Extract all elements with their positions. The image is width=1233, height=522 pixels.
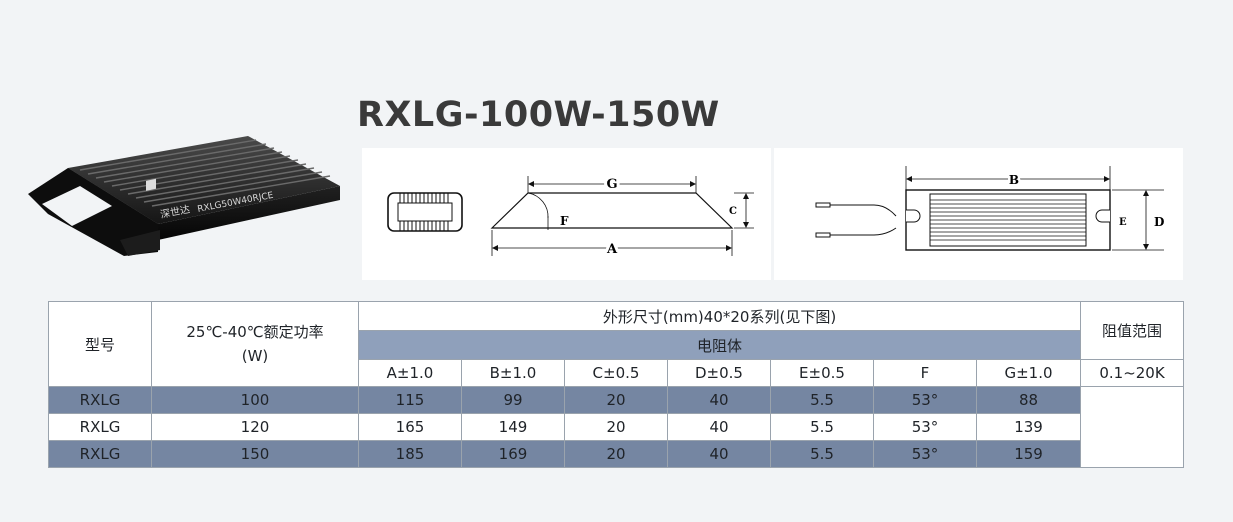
side-view-drawing: G F C A: [362, 148, 771, 280]
cell-e: 5.5: [770, 440, 874, 468]
cell-b: 149: [461, 413, 565, 441]
cell-power: 100: [151, 386, 359, 414]
header-dim-f: F: [873, 359, 977, 387]
header-dim-b: B±1.0: [461, 359, 565, 387]
table-row: RXLG 120 165 149 20 40 5.5 53° 139: [48, 413, 1184, 441]
header-dimensions: 外形尺寸(mm)40*20系列(见下图): [357, 301, 1082, 331]
spec-table: 型号 25℃-40℃额定功率 (W) 外形尺寸(mm)40*20系列(见下图) …: [48, 301, 1185, 468]
header-power: 25℃-40℃额定功率 (W): [151, 301, 359, 387]
page-title: RXLG-100W-150W: [357, 95, 720, 135]
header-dim-d: D±0.5: [667, 359, 771, 387]
cell-a: 165: [358, 413, 462, 441]
table-row: RXLG 100 115 99 20 40 5.5 53° 88: [48, 386, 1185, 468]
header-model: 型号: [48, 301, 152, 387]
cell-model: RXLG: [48, 413, 152, 441]
cell-e: 5.5: [770, 386, 874, 414]
cell-power: 150: [151, 440, 359, 468]
top-view-drawing: B E D: [774, 148, 1183, 280]
header-dim-e: E±0.5: [770, 359, 874, 387]
cell-e: 5.5: [770, 413, 874, 441]
dim-e-label: E: [1119, 217, 1127, 228]
dim-f-label: F: [560, 214, 569, 228]
cell-b: 99: [461, 386, 565, 414]
cert-label: CE: [261, 191, 275, 203]
cell-f: 53°: [873, 413, 977, 441]
cell-b: 169: [461, 440, 565, 468]
cell-c: 20: [564, 386, 668, 414]
table-row: RXLG 150 185 169 20 40 5.5 53° 159: [48, 440, 1184, 468]
header-range: 阻值范围: [1080, 301, 1185, 360]
cell-c: 20: [564, 440, 668, 468]
cell-a: 115: [358, 386, 462, 414]
header-dim-c: C±0.5: [564, 359, 668, 387]
cell-d: 40: [667, 413, 771, 441]
header-power-line2: (W): [241, 347, 269, 365]
brand-label: 深世达: [159, 203, 191, 221]
cell-model: RXLG: [48, 440, 152, 468]
header-dim-a: A±1.0: [358, 359, 462, 387]
resistor-product-image: 深世达 RXLG50W40RJ CE: [28, 136, 340, 256]
range-empty-cell: [1080, 386, 1185, 468]
cell-f: 53°: [873, 440, 977, 468]
range-value: 0.1~20K: [1080, 359, 1185, 387]
dim-g-label: G: [606, 177, 617, 192]
cell-g: 88: [975, 386, 1082, 414]
dim-c-label: C: [729, 206, 737, 217]
cell-f: 53°: [873, 386, 977, 414]
cell-a: 185: [358, 440, 462, 468]
cell-d: 40: [667, 386, 771, 414]
cell-model: RXLG: [48, 386, 152, 414]
header-dim-g: G±1.0: [975, 359, 1082, 387]
cell-c: 20: [564, 413, 668, 441]
dim-a-label: A: [606, 242, 618, 257]
cell-d: 40: [667, 440, 771, 468]
dim-d-label: D: [1154, 215, 1164, 229]
cell-g: 159: [975, 440, 1082, 468]
header-power-line1: 25℃-40℃额定功率: [186, 323, 324, 341]
header-body: 电阻体: [357, 330, 1082, 360]
dim-b-label: B: [1009, 173, 1019, 187]
cell-g: 139: [975, 413, 1082, 441]
cell-power: 120: [151, 413, 359, 441]
